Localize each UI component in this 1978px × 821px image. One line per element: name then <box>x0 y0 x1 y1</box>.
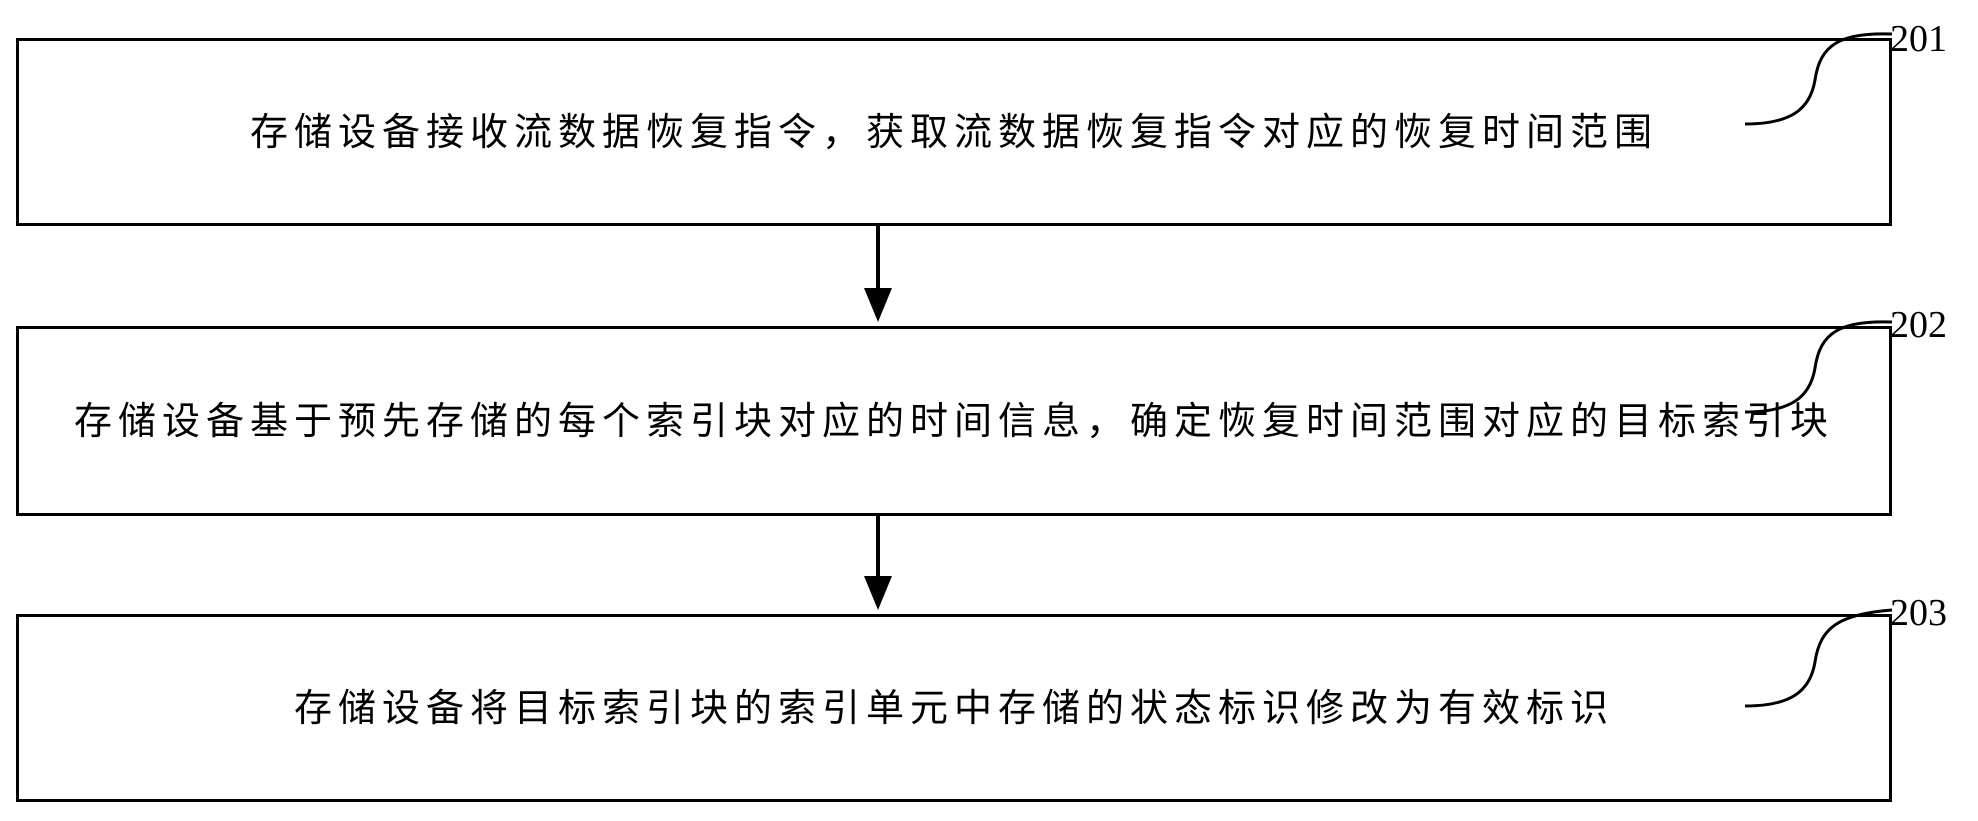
step-text-203: 存储设备将目标索引块的索引单元中存储的状态标识修改为有效标识 <box>293 685 1614 730</box>
step-text-201: 存储设备接收流数据恢复指令，获取流数据恢复指令对应的恢复时间范围 <box>249 109 1658 154</box>
step-number-203: 203 <box>1890 592 1947 634</box>
step-box-203: 存储设备将目标索引块的索引单元中存储的状态标识修改为有效标识 <box>16 614 1892 802</box>
flow-arrow-202-to-203 <box>864 516 892 610</box>
step-box-201: 存储设备接收流数据恢复指令，获取流数据恢复指令对应的恢复时间范围 <box>16 38 1892 226</box>
step-text-202: 存储设备基于预先存储的每个索引块对应的时间信息，确定恢复时间范围对应的目标索引块 <box>73 398 1834 443</box>
step-number-201: 201 <box>1890 18 1947 60</box>
step-number-202: 202 <box>1890 304 1947 346</box>
flow-arrow-201-to-202 <box>864 226 892 322</box>
step-box-202: 存储设备基于预先存储的每个索引块对应的时间信息，确定恢复时间范围对应的目标索引块 <box>16 326 1892 516</box>
